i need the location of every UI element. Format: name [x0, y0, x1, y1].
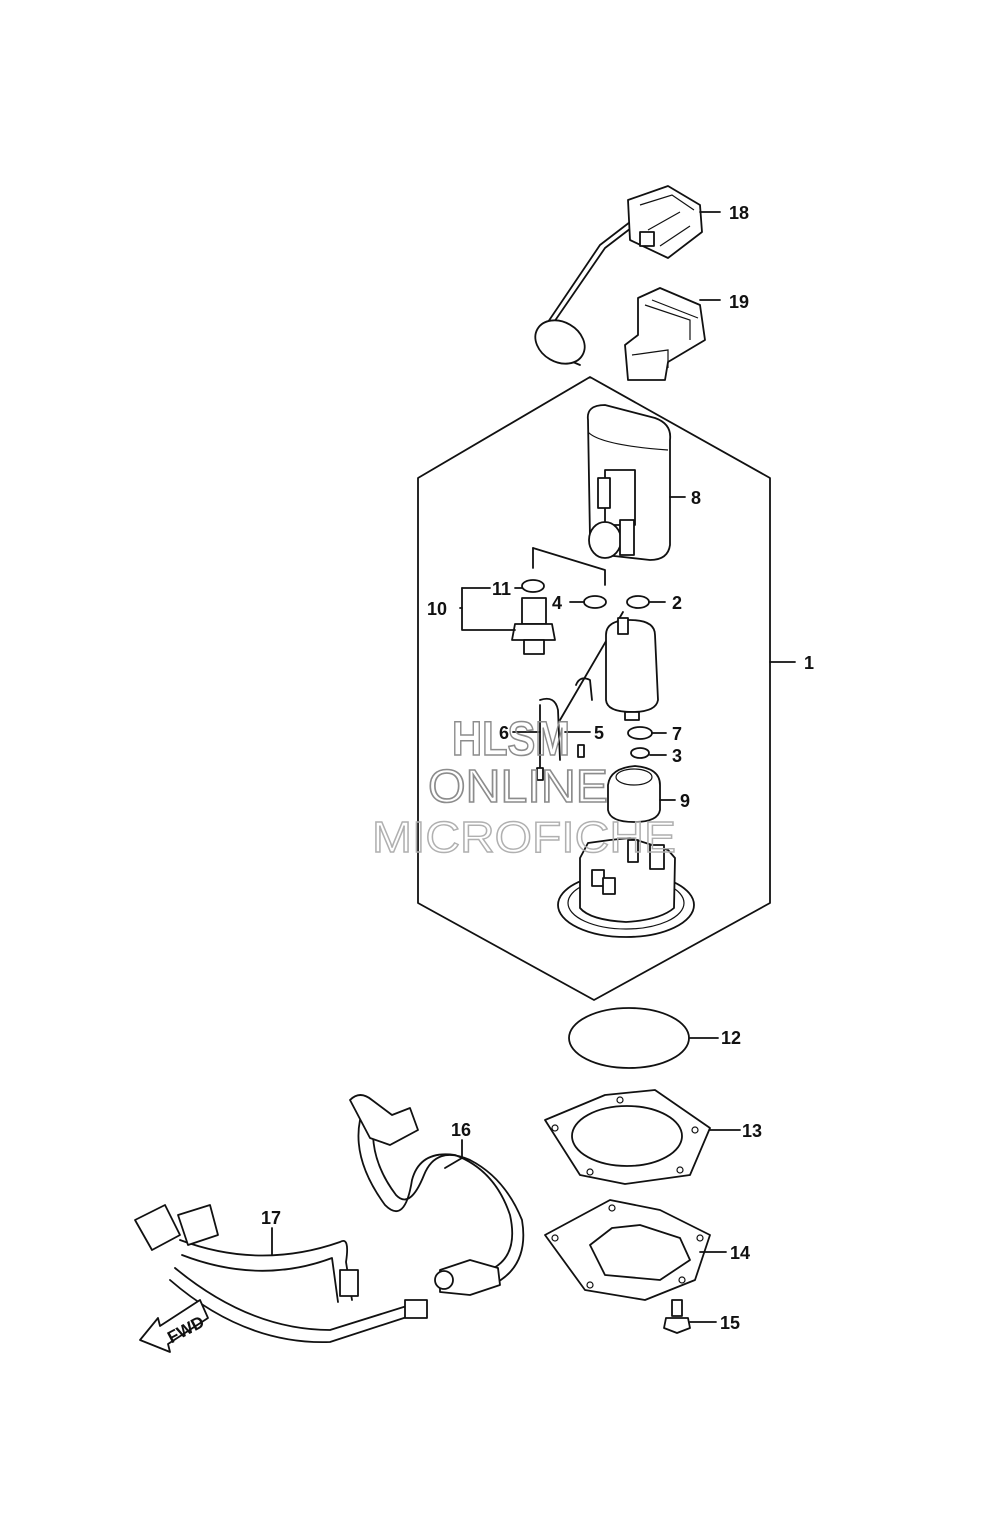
callout-10: 10: [427, 599, 447, 619]
callout-14: 14: [730, 1243, 750, 1263]
callout-2: 2: [672, 593, 682, 613]
pump-wire-harness: [536, 677, 593, 781]
o-ring-2: [626, 595, 650, 609]
callout-16: 16: [451, 1120, 471, 1140]
fuel-hose-16: [349, 1094, 525, 1296]
callout-7: 7: [672, 724, 682, 744]
callout-12: 12: [721, 1028, 741, 1048]
o-ring-7: [627, 726, 653, 740]
callout-18: 18: [729, 203, 749, 223]
callout-17: 17: [261, 1208, 281, 1228]
watermark-line-2: ONLINE: [428, 760, 608, 812]
sender-bracket: [624, 287, 706, 381]
mounting-bolt: [663, 1299, 691, 1334]
gasket-plate: [544, 1199, 711, 1301]
callout-5: 5: [594, 723, 604, 743]
watermark-line-3: MICROFICHE: [372, 813, 676, 862]
fuel-hose-17: [134, 1204, 428, 1343]
tank-gasket: [568, 1007, 690, 1069]
watermark: HLSM ONLINE MICROFICHE: [371, 712, 676, 863]
callout-3: 3: [672, 746, 682, 766]
callout-6: 6: [499, 723, 509, 743]
pressure-regulator: [511, 547, 606, 655]
fuel-filter-housing: [586, 404, 672, 561]
fuel-pump-base-plate: [557, 837, 695, 938]
fuel-pump-motor: [559, 611, 659, 721]
callout-11: 11: [492, 579, 511, 599]
retaining-plate: [544, 1089, 711, 1185]
watermark-line-1: HLSM: [452, 713, 570, 766]
callout-1: 1: [804, 653, 814, 673]
callout-15: 15: [720, 1313, 740, 1333]
fuel-pump-assembly-outline: [417, 376, 771, 1001]
callout-8: 8: [691, 488, 701, 508]
callout-19: 19: [729, 292, 749, 312]
callout-leader-lines: [271, 211, 796, 1323]
o-ring-3: [630, 747, 650, 759]
fuel-pump-holder: [607, 765, 661, 823]
callout-4: 4: [552, 593, 562, 613]
forward-direction-arrow: FWD: [139, 1299, 209, 1353]
callout-9: 9: [680, 791, 690, 811]
fuel-level-sender: [534, 185, 703, 366]
o-ring-4: [583, 595, 607, 609]
callout-13: 13: [742, 1121, 762, 1141]
